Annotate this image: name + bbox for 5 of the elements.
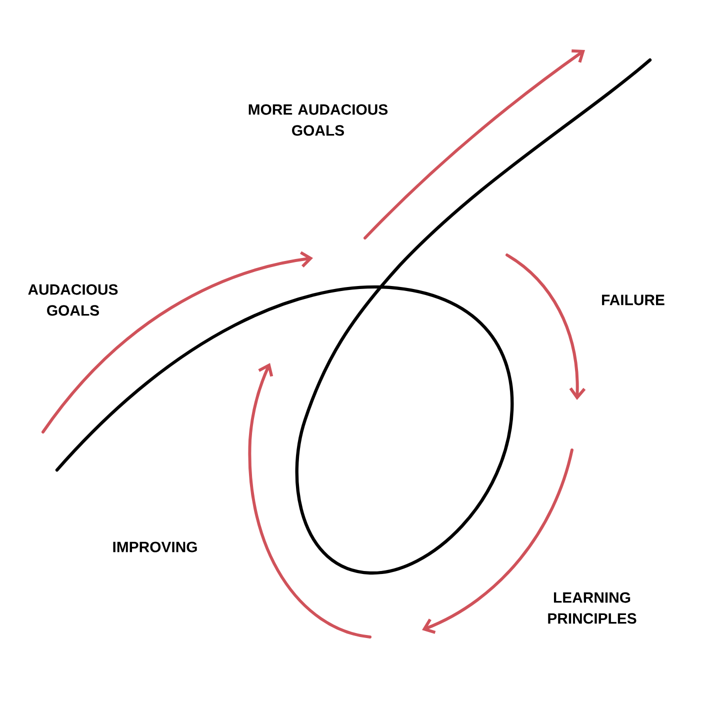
stage-label: FAILURE bbox=[602, 294, 664, 306]
stage-label: MORE AUDACIOUS GOALS bbox=[248, 104, 388, 136]
stage-label: AUDACIOUS GOALS bbox=[28, 284, 118, 316]
stage-label: LEARNING PRINCIPLES bbox=[548, 592, 636, 624]
stage-label: IMPROVING bbox=[113, 542, 197, 552]
